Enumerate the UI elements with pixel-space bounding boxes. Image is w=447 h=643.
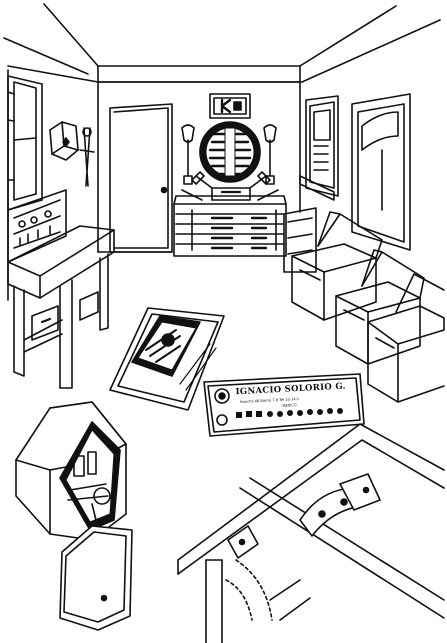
left-window <box>8 76 42 210</box>
wall-pliers-icon <box>80 128 94 186</box>
tool-chest <box>174 188 286 256</box>
sign-country-text: MEXICO <box>282 403 297 408</box>
notice-board <box>300 96 338 200</box>
hinge-detail <box>178 424 444 643</box>
shovel-left-icon <box>182 125 194 184</box>
right-cabinet <box>284 208 316 272</box>
wall-sign-top <box>210 94 250 118</box>
wall-hex-box <box>50 122 78 160</box>
round-tool-board <box>200 122 260 182</box>
bench-seats <box>292 212 444 402</box>
tool-rack <box>8 190 66 262</box>
hex-cabinet <box>16 402 132 630</box>
back-door <box>110 104 172 252</box>
